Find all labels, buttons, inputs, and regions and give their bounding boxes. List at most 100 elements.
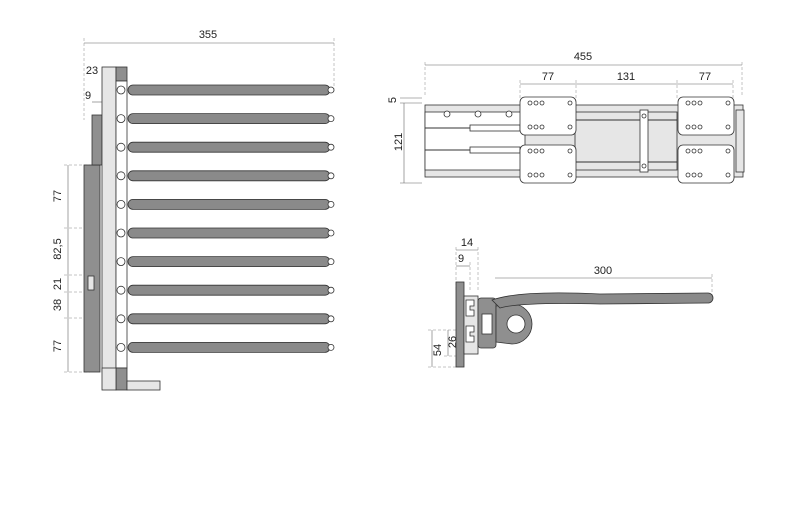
profile-channel	[465, 325, 475, 343]
ring-hole	[506, 314, 526, 334]
dim-38-label: 38	[52, 299, 64, 311]
mount-hole	[725, 172, 731, 178]
mount-hole	[685, 100, 691, 106]
bottom-cap	[115, 367, 128, 391]
mount-hole	[691, 172, 697, 178]
rod-pivot	[116, 199, 126, 209]
mast	[101, 66, 117, 373]
screw	[641, 163, 647, 169]
rods-group	[116, 84, 335, 353]
rod	[127, 198, 331, 210]
top-cap	[115, 66, 128, 82]
rod-pivot	[116, 85, 126, 95]
mount-plate-br	[677, 144, 735, 184]
mount-hole	[533, 172, 539, 178]
mount-hole	[539, 100, 545, 106]
rod-tip	[327, 143, 335, 151]
end-view: 14 9 300 26 54	[428, 237, 714, 368]
dim-9-end-label: 9	[458, 253, 464, 265]
mount-hole	[527, 124, 533, 130]
rail-upper	[91, 114, 103, 166]
rod-tip	[327, 258, 335, 266]
screw	[641, 113, 647, 119]
end-rod	[491, 292, 714, 309]
rod-pivot	[116, 142, 126, 152]
rod-pivot	[116, 257, 126, 267]
mount-hole	[527, 172, 533, 178]
dim-77-right-label: 77	[699, 71, 711, 83]
wall-rail	[83, 164, 101, 373]
mount-hole	[691, 124, 697, 130]
end-stop	[735, 109, 745, 173]
dim-77-left-label: 77	[542, 71, 554, 83]
rod-carrier	[115, 80, 128, 369]
rod	[127, 256, 331, 268]
rail-clip	[87, 275, 95, 291]
dim-23-label: 23	[86, 65, 98, 77]
dim-5-label: 5	[387, 97, 399, 103]
dim-21-label: 21	[52, 278, 64, 290]
mount-plate-bl	[519, 144, 577, 184]
rod-pivot	[116, 342, 126, 352]
rod-pivot	[116, 171, 126, 181]
mount-plate-tl	[519, 96, 577, 136]
mount-hole	[691, 100, 697, 106]
rod	[127, 227, 331, 239]
top-view: 455 77 131 77 5 121	[387, 51, 745, 184]
dim-14-label: 14	[461, 237, 473, 249]
dim-131-label: 131	[617, 71, 635, 83]
rod-tip	[327, 343, 335, 351]
mount-hole	[697, 124, 703, 130]
mount-hole	[697, 100, 703, 106]
mount-hole	[685, 124, 691, 130]
side-view: 355 23 9 77 82,5 21 38 77	[52, 29, 335, 391]
rod-pivot	[116, 228, 126, 238]
rod-tip	[327, 86, 335, 94]
rod	[127, 113, 331, 124]
mount-hole	[725, 124, 731, 130]
mount-hole	[567, 148, 573, 154]
rod	[127, 341, 331, 353]
slide-bar	[469, 124, 521, 132]
middle-track	[574, 111, 678, 171]
center-clip	[639, 109, 649, 173]
rod	[127, 313, 331, 325]
mount-hole	[533, 100, 539, 106]
wall-profile	[455, 281, 465, 368]
rod-tip	[327, 229, 335, 237]
rod-tip	[327, 172, 335, 180]
mount-hole	[725, 100, 731, 106]
mount-hole	[691, 148, 697, 154]
mount-hole	[567, 100, 573, 106]
hinge-window	[481, 313, 493, 335]
mount-hole	[697, 172, 703, 178]
mount-plate-tr	[677, 96, 735, 136]
profile-channel	[465, 299, 475, 317]
dim-355-label: 355	[199, 29, 217, 41]
dim-77-bottom-label: 77	[52, 340, 64, 352]
mount-hole	[697, 148, 703, 154]
mount-hole	[685, 148, 691, 154]
mount-hole	[527, 100, 533, 106]
rod	[127, 141, 331, 153]
slide-bar	[469, 146, 521, 154]
rod-tip	[327, 315, 335, 323]
slide-inner	[424, 111, 526, 171]
mount-hole	[725, 148, 731, 154]
screw	[474, 110, 482, 118]
rod-pivot	[116, 285, 126, 295]
rod-tip	[327, 286, 335, 294]
rod-pivot	[116, 314, 126, 324]
mount-hole	[685, 172, 691, 178]
mount-hole	[539, 172, 545, 178]
mast-foot	[101, 367, 117, 391]
mount-hole	[567, 172, 573, 178]
rod-pivot	[116, 114, 126, 123]
dim-455-label: 455	[574, 51, 592, 63]
dim-121-label: 121	[393, 133, 405, 151]
dim-54-label: 54	[432, 344, 444, 356]
screw	[443, 110, 451, 118]
mount-hole	[567, 124, 573, 130]
dim-82-5-label: 82,5	[52, 238, 64, 259]
